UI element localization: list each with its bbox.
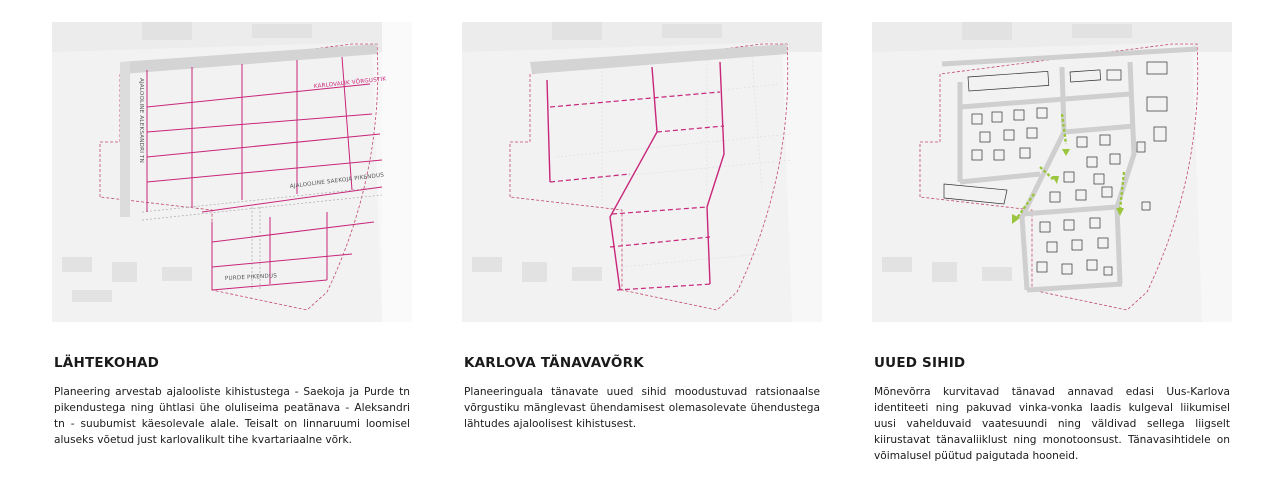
panel-lahtekohad: KARLOVALIK VÕRGUSTIK AJALOOLINE ALEKSAND… [52,0,412,489]
site-map-uued-sihid [872,22,1232,322]
site-boundary [509,43,789,311]
purde-extension [251,207,261,290]
existing-road [530,44,787,74]
site-boundary [919,43,1199,311]
new-street-network [546,61,725,291]
view-direction-arrows [1016,113,1126,219]
context-background [872,22,1232,322]
context-background [462,22,822,322]
label-purde: PURDE PIKENDUS [225,273,278,282]
panel-description: Mõnevõrra kurvitavad tänavad annavad eda… [874,386,1230,462]
panel-description: Planeering arvestab ajalooliste kihistus… [54,386,410,446]
building-footprints [943,61,1168,276]
panel-karlova-tanavavork: KARLOVA TÄNAVAVÕRK Planeeringuala tänava… [462,0,822,489]
site-map-lahtekohad: KARLOVALIK VÕRGUSTIK AJALOOLINE ALEKSAND… [52,22,412,322]
site-boundary [99,43,379,311]
panel-description: Planeeringuala tänavate uued sihid moodu… [464,386,820,430]
new-street-dashed [549,91,725,291]
new-roads [941,46,1198,293]
site-map-tanavavork [462,22,822,322]
arrow-heads [1012,149,1124,224]
panel-title: LÄHTEKOHAD [54,355,160,371]
karlova-grid [146,56,383,291]
existing-road [120,44,377,217]
saekoja-extension [141,186,383,221]
label-aleksandri: AJALOOLINE ALEKSANDRI TN [138,78,144,163]
panel-title: UUED SIHID [874,355,966,371]
panel-uued-sihid: UUED SIHID Mõnevõrra kurvitavad tänavad … [872,0,1232,489]
panel-title: KARLOVA TÄNAVAVÕRK [464,355,644,371]
context-background [52,22,412,322]
